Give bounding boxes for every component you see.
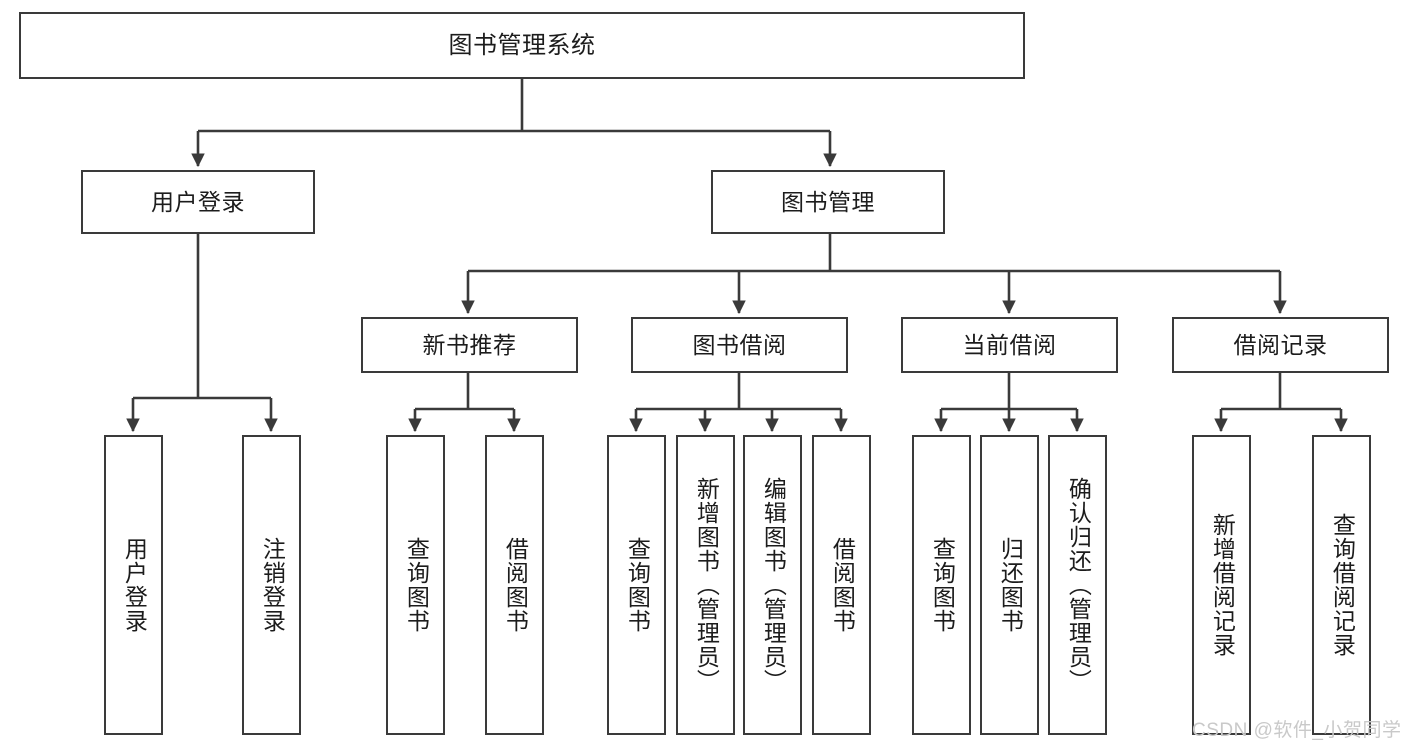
node-borrow-record[interactable]: 借阅记录 <box>1172 317 1389 373</box>
leaf-user-login-login[interactable]: 用户登录 <box>104 435 163 735</box>
leaf-borrow-edit-book-admin[interactable]: 编辑图书（管理员） <box>743 435 802 735</box>
node-label: 借阅图书 <box>502 537 529 633</box>
node-user-login[interactable]: 用户登录 <box>81 170 315 234</box>
node-label: 图书借阅 <box>692 331 787 358</box>
leaf-current-return-book[interactable]: 归还图书 <box>980 435 1039 735</box>
leaf-recommend-borrow-book[interactable]: 借阅图书 <box>485 435 544 735</box>
node-root-book-management-system[interactable]: 图书管理系统 <box>19 12 1025 79</box>
node-label: 新增图书（管理员） <box>693 477 720 693</box>
node-current-borrow[interactable]: 当前借阅 <box>901 317 1118 373</box>
watermark-text: CSDN @软件_小贺同学 <box>1192 720 1402 741</box>
leaf-borrow-add-book-admin[interactable]: 新增图书（管理员） <box>676 435 735 735</box>
node-label: 编辑图书（管理员） <box>760 477 787 693</box>
node-label: 新书推荐 <box>422 331 517 358</box>
leaf-borrow-query-book[interactable]: 查询图书 <box>607 435 666 735</box>
leaf-record-query-record[interactable]: 查询借阅记录 <box>1312 435 1371 735</box>
node-label: 图书管理系统 <box>448 31 596 59</box>
node-book-borrow[interactable]: 图书借阅 <box>631 317 848 373</box>
node-label: 归还图书 <box>997 537 1024 633</box>
leaf-current-query-book[interactable]: 查询图书 <box>912 435 971 735</box>
node-label: 确认归还（管理员） <box>1065 477 1092 693</box>
node-label: 查询图书 <box>624 537 651 633</box>
node-label: 查询图书 <box>403 537 430 633</box>
node-book-management[interactable]: 图书管理 <box>711 170 945 234</box>
leaf-borrow-borrow-book[interactable]: 借阅图书 <box>812 435 871 735</box>
node-label: 新增借阅记录 <box>1209 513 1236 657</box>
leaf-recommend-query-book[interactable]: 查询图书 <box>386 435 445 735</box>
node-label: 查询借阅记录 <box>1329 513 1356 657</box>
node-label: 用户登录 <box>121 537 148 633</box>
node-label: 查询图书 <box>929 537 956 633</box>
node-label: 借阅图书 <box>829 537 856 633</box>
node-label: 借阅记录 <box>1233 331 1328 358</box>
leaf-user-login-logout[interactable]: 注销登录 <box>242 435 301 735</box>
node-label: 用户登录 <box>151 188 245 215</box>
node-label: 当前借阅 <box>962 331 1057 358</box>
leaf-current-confirm-return-admin[interactable]: 确认归还（管理员） <box>1048 435 1107 735</box>
node-label: 图书管理 <box>781 188 875 215</box>
node-new-book-recommend[interactable]: 新书推荐 <box>361 317 578 373</box>
leaf-record-add-record[interactable]: 新增借阅记录 <box>1192 435 1251 735</box>
node-label: 注销登录 <box>259 537 286 633</box>
